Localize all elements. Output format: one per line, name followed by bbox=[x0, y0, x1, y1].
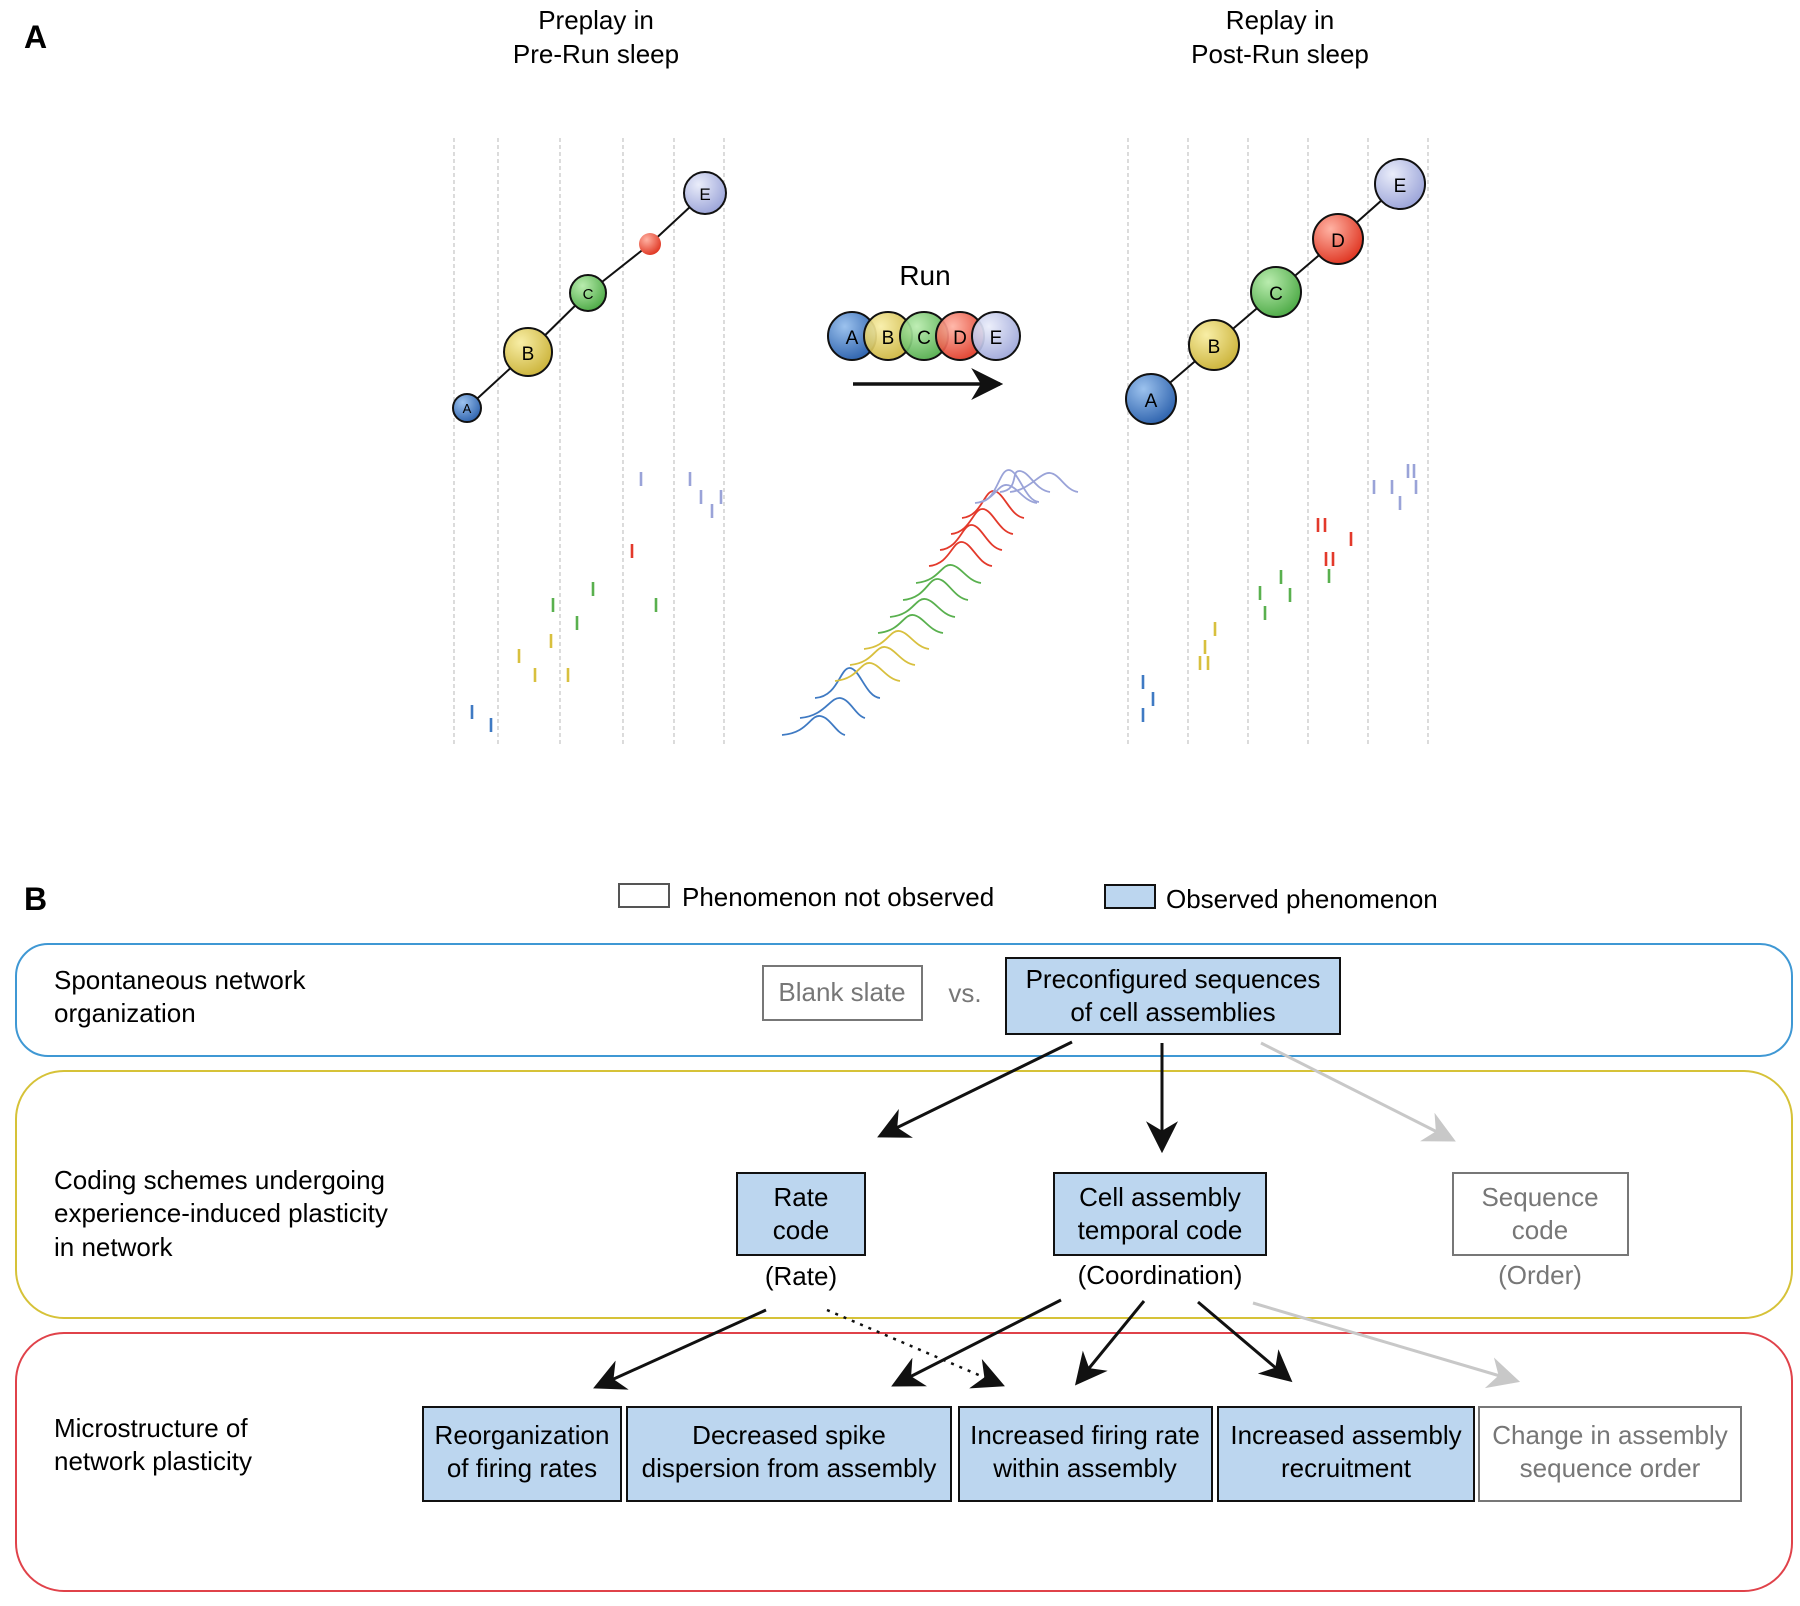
micro-box-increased-firing: Increased firing rate within assembly bbox=[958, 1406, 1213, 1502]
preconfigured-line1: Preconfigured sequences bbox=[1026, 964, 1321, 994]
svg-text:A: A bbox=[1145, 391, 1158, 412]
run-sequence: A B C D E bbox=[827, 311, 1021, 361]
row-micro-label-line1: Microstructure of bbox=[54, 1413, 248, 1443]
temporal-code-box: Cell assembly temporal code bbox=[1053, 1172, 1267, 1256]
row-spontaneous-label-line1: Spontaneous network bbox=[54, 965, 307, 995]
micro-box-reorganization-line1: Reorganization bbox=[435, 1420, 610, 1450]
micro-box-sequence-order: Change in assembly sequence order bbox=[1478, 1406, 1742, 1502]
micro-box-reorganization-line2: of firing rates bbox=[447, 1453, 597, 1483]
temporal-code-sub: (Coordination) bbox=[1078, 1260, 1243, 1290]
micro-box-sequence-order-line2: sequence order bbox=[1520, 1453, 1701, 1483]
row-coding-label-line2: experience-induced plasticity bbox=[54, 1198, 388, 1228]
preplay-node-e: E bbox=[683, 171, 727, 215]
arrow-temporal-to-spike-dispersion bbox=[891, 1298, 1062, 1387]
arrow-temporal-to-increased-firing bbox=[1074, 1300, 1146, 1386]
micro-box-increased-firing-line2: within assembly bbox=[992, 1453, 1177, 1483]
micro-box-recruitment-line1: Increased assembly bbox=[1230, 1420, 1461, 1450]
replay-node-a: A bbox=[1125, 373, 1177, 425]
micro-box-reorganization: Reorganization of firing rates bbox=[422, 1406, 622, 1502]
blank-slate-box: Blank slate bbox=[762, 965, 923, 1021]
replay-title-line1: Replay in bbox=[1226, 5, 1334, 35]
svg-text:B: B bbox=[1208, 337, 1221, 358]
replay-sequence: A B C D E bbox=[1125, 158, 1426, 425]
rate-code-box: Rate code bbox=[736, 1172, 866, 1256]
preplay-sequence: A B C E bbox=[452, 171, 727, 423]
replay-node-d: D bbox=[1312, 213, 1364, 265]
replay-spike-raster bbox=[1141, 464, 1418, 722]
micro-box-increased-firing-line1: Increased firing rate bbox=[970, 1420, 1200, 1450]
preplay-node-a: A bbox=[452, 393, 482, 423]
temporal-code-line1: Cell assembly bbox=[1079, 1182, 1241, 1212]
legend: Phenomenon not observed Observed phenome… bbox=[618, 882, 1438, 914]
row-micro-label-line2: network plasticity bbox=[54, 1446, 252, 1476]
micro-box-spike-dispersion: Decreased spike dispersion from assembly bbox=[626, 1406, 952, 1502]
replay-grid bbox=[1127, 138, 1429, 744]
sequence-code-sub: (Order) bbox=[1498, 1260, 1582, 1290]
svg-text:B: B bbox=[522, 344, 535, 365]
preplay-title-line1: Preplay in bbox=[538, 5, 654, 35]
preplay-grid bbox=[453, 138, 725, 744]
svg-text:C: C bbox=[1269, 284, 1283, 305]
rate-code-sub: (Rate) bbox=[765, 1261, 837, 1291]
sequence-code-line1: Sequence bbox=[1481, 1182, 1598, 1212]
place-field-curves bbox=[781, 469, 1079, 736]
panel-b-letter: B bbox=[24, 881, 47, 917]
arrow-rate-to-reorganization bbox=[593, 1308, 767, 1390]
temporal-code-line2: temporal code bbox=[1078, 1215, 1243, 1245]
svg-text:A: A bbox=[846, 328, 859, 349]
legend-not-observed-label: Phenomenon not observed bbox=[682, 882, 994, 912]
run-label: Run bbox=[899, 260, 950, 291]
svg-text:E: E bbox=[699, 185, 710, 204]
svg-text:E: E bbox=[990, 328, 1003, 349]
row-coding-label-line3: in network bbox=[54, 1232, 173, 1262]
preplay-node-d-faint bbox=[639, 233, 661, 255]
preplay-spike-raster bbox=[470, 472, 723, 732]
svg-text:E: E bbox=[1394, 176, 1407, 197]
preplay-node-b: B bbox=[503, 327, 553, 377]
arrow-preconfigured-to-sequence bbox=[1260, 1041, 1456, 1142]
micro-box-recruitment: Increased assembly recruitment bbox=[1217, 1406, 1475, 1502]
micro-box-spike-dispersion-line2: dispersion from assembly bbox=[642, 1453, 937, 1483]
micro-box-spike-dispersion-line1: Decreased spike bbox=[692, 1420, 886, 1450]
preplay-node-c: C bbox=[569, 274, 607, 312]
blank-slate-label: Blank slate bbox=[778, 977, 905, 1007]
preconfigured-box: Preconfigured sequences of cell assembli… bbox=[1005, 957, 1341, 1035]
rate-code-line1: Rate bbox=[774, 1182, 829, 1212]
replay-title-line2: Post-Run sleep bbox=[1191, 39, 1369, 69]
micro-box-recruitment-line2: recruitment bbox=[1281, 1453, 1412, 1483]
micro-box-sequence-order-line1: Change in assembly bbox=[1492, 1420, 1728, 1450]
legend-swatch-not-observed bbox=[618, 883, 670, 908]
run-node-d: D bbox=[935, 311, 985, 361]
svg-text:B: B bbox=[882, 328, 895, 349]
row-coding-label-line1: Coding schemes undergoing bbox=[54, 1165, 385, 1195]
preconfigured-line2: of cell assemblies bbox=[1070, 997, 1275, 1027]
vs-label: vs. bbox=[948, 978, 981, 1008]
replay-node-b: B bbox=[1188, 319, 1240, 371]
replay-node-e: E bbox=[1374, 158, 1426, 210]
svg-text:A: A bbox=[463, 401, 472, 416]
arrow-temporal-to-recruitment bbox=[1197, 1300, 1293, 1383]
sequence-code-line2: code bbox=[1512, 1215, 1568, 1245]
arrow-temporal-to-sequence-order bbox=[1252, 1301, 1521, 1389]
legend-observed-label: Observed phenomenon bbox=[1166, 884, 1438, 914]
row-spontaneous-container bbox=[15, 943, 1793, 1057]
arrow-preconfigured-to-rate bbox=[877, 1040, 1073, 1138]
run-node-e: E bbox=[971, 311, 1021, 361]
row-coding-container bbox=[15, 1070, 1793, 1319]
replay-node-c: C bbox=[1250, 266, 1302, 318]
row-spontaneous-label-line2: organization bbox=[54, 998, 196, 1028]
legend-swatch-observed bbox=[1104, 884, 1156, 909]
svg-text:D: D bbox=[953, 328, 967, 349]
svg-text:C: C bbox=[917, 328, 931, 349]
svg-text:D: D bbox=[1331, 231, 1345, 252]
panel-a-letter: A bbox=[24, 19, 47, 55]
sequence-code-box: Sequence code bbox=[1452, 1172, 1629, 1256]
preplay-title-line2: Pre-Run sleep bbox=[513, 39, 679, 69]
rate-code-line2: code bbox=[773, 1215, 829, 1245]
svg-text:C: C bbox=[583, 286, 594, 303]
row-micro-container bbox=[15, 1332, 1793, 1592]
